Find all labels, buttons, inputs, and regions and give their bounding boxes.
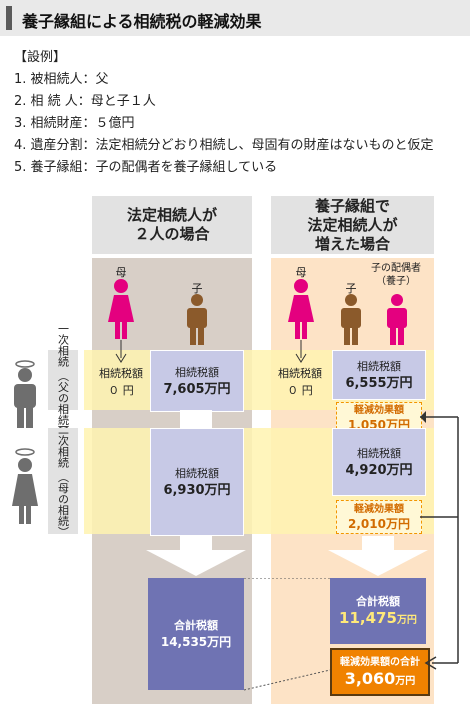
- left-second-child-tax: 相続税額 6,930万円: [150, 428, 244, 536]
- effect-total: 軽減効果額の合計 3,060万円: [330, 648, 430, 696]
- arrow-icon: [115, 340, 127, 363]
- father-icon: [14, 360, 36, 428]
- condition-item: 2. 相 続 人：母と子１人: [14, 94, 156, 109]
- right-second-effect: 軽減効果額 2,010万円: [336, 500, 422, 534]
- arrow-icon: [295, 340, 307, 363]
- adoptee-label: 子の配偶者 （養子）: [371, 263, 421, 287]
- arrow-icon: [328, 550, 428, 576]
- first-row-label-box: 一次相続 （父の相続）: [48, 323, 78, 437]
- adoptee-icon: [387, 294, 407, 345]
- right-second-child-tax: 相続税額 4,920万円: [332, 428, 426, 496]
- mother-icon: [288, 279, 314, 339]
- right-total-tax: 合計税額 11,475万円: [330, 578, 426, 644]
- left-total-tax: 合計税額 14,535万円: [148, 578, 244, 690]
- left-first-child-tax: 相続税額 7,605万円: [150, 350, 244, 412]
- arrow-icon: [146, 550, 246, 576]
- left-column-header: 法定相続人が ２人の場合: [92, 196, 252, 254]
- second-row-label: 二次相続 （母の相続）: [56, 424, 70, 538]
- left-first-mother-tax: 相続税額 ０ 円: [99, 367, 143, 397]
- effect-total-value: 3,060: [344, 668, 396, 688]
- left-child-label: 子: [191, 282, 203, 295]
- first-row-label: 一次相続 （父の相続）: [56, 323, 70, 437]
- title-accent: [6, 6, 12, 30]
- right-total-unit: 万円: [396, 615, 417, 626]
- connector: [180, 534, 212, 552]
- right-first-mother-tax: 相続税額 ０ 円: [278, 367, 322, 397]
- condition-item: 4. 遺産分割：法定相続分どおり相続し、母固有の財産はないものと仮定: [14, 138, 434, 153]
- left-mother-label: 母: [115, 266, 127, 279]
- mother-halo-icon: [12, 448, 38, 524]
- effect-total-unit: 万円: [395, 675, 416, 687]
- condition-item: 3. 相続財産：５億円: [14, 116, 135, 131]
- connector: [180, 410, 212, 428]
- page-title: 養子縁組による相続税の軽減効果: [22, 12, 262, 31]
- condition-item: 1. 被相続人：父: [14, 72, 109, 87]
- second-row-label-box: 二次相続 （母の相続）: [48, 424, 78, 538]
- title-bar: [0, 0, 470, 36]
- condition-item: 5. 養子縁組：子の配偶者を養子縁組している: [14, 160, 278, 175]
- conditions-heading: 【設例】: [14, 50, 67, 65]
- right-first-child-tax: 相続税額 6,555万円: [332, 350, 426, 400]
- connector: [362, 536, 394, 552]
- dotted-connector: [244, 578, 331, 691]
- child-icon: [341, 294, 361, 345]
- right-mother-label: 母: [295, 266, 307, 279]
- right-column-header: 養子縁組で 法定相続人が 増えた場合: [271, 196, 434, 254]
- right-total-value: 11,475: [339, 609, 397, 627]
- mother-icon: [108, 279, 134, 339]
- right-child-label: 子: [345, 282, 357, 295]
- bracket-arrow: [420, 411, 459, 670]
- child-icon: [187, 294, 207, 345]
